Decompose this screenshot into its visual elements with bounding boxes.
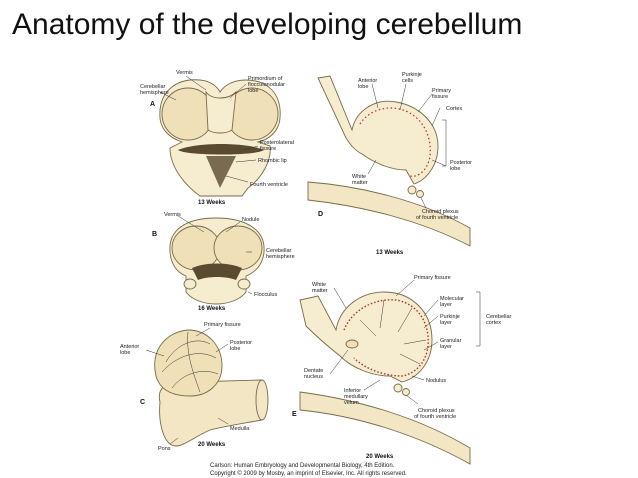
a-label-posterolateral-2: fissure [260, 146, 276, 152]
b-label-hemisphere-1: Cerebellar [266, 248, 292, 254]
e-label-molecular-1: Molecular [440, 296, 464, 302]
a-label-hemisphere-1: Cerebellar [140, 84, 166, 90]
e-label-velum-1: Inferior [344, 388, 361, 394]
e-label-velum-2: medullary [344, 394, 368, 400]
panel-d-weeks: 13 Weeks [376, 250, 404, 256]
panel-c-letter: C [140, 399, 145, 406]
d-label-purkinje-2: cells [402, 78, 413, 84]
panel-e-letter: E [292, 411, 297, 418]
d-label-primary-fissure-1: Primary [432, 88, 451, 94]
page-title: Anatomy of the developing cerebellum [12, 8, 523, 41]
d-label-purkinje-1: Purkinje [402, 72, 422, 78]
e-label-purkinje-2: layer [440, 320, 452, 326]
e-label-dentate-1: Dentate [304, 368, 323, 374]
panel-e-weeks: 20 Weeks [366, 454, 394, 460]
e-label-white-matter-1: White [312, 282, 326, 288]
b-label-vermis: Vermis [164, 212, 181, 218]
c-label-posterior-lobe-1: Posterior [230, 340, 252, 346]
d-label-choroid-1: Choroid plexus [422, 209, 459, 215]
panel-c-weeks: 20 Weeks [198, 442, 226, 448]
d-choroid-plexus [407, 185, 417, 195]
e-label-molecular-2: layer [440, 302, 452, 308]
d-label-choroid-2: of fourth ventricle [416, 215, 458, 221]
c-label-posterior-lobe-2: lobe [230, 346, 240, 352]
a-label-posterolateral-1: Posterolateral [260, 140, 294, 146]
d-cerebellum [317, 75, 439, 185]
e-choroid-plexus [393, 383, 403, 393]
d-label-anterior-lobe-1: Anterior [358, 78, 377, 84]
d-label-primary-fissure-2: fissure [432, 94, 448, 100]
d-label-cortex: Cortex [446, 106, 462, 112]
a-label-primordium-3: lobe [248, 88, 258, 94]
c-label-primary-fissure: Primary fissure [204, 322, 241, 328]
d-label-anterior-lobe-2: lobe [358, 84, 368, 90]
a-label-primordium-1: Primordium of [248, 76, 283, 82]
panel-b [169, 215, 265, 305]
d-label-white-matter-1: White [352, 174, 366, 180]
d-label-posterior-lobe-1: Posterior [450, 160, 472, 166]
a-label-hemisphere-2: hemisphere [140, 90, 169, 96]
e-label-nodulus: Nodulus [426, 378, 446, 384]
b-left-flocculus [183, 278, 197, 290]
cerebellum-20wk [154, 329, 223, 397]
b-right-flocculus [237, 278, 251, 290]
caption-line-2: Copyright © 2009 by Mosby, an imprint of… [210, 470, 407, 477]
panel-b-weeks: 16 Weeks [198, 306, 226, 312]
b-label-hemisphere-2: hemisphere [266, 254, 295, 260]
e-purkinje-layer [343, 299, 429, 377]
e-dentate-nucleus [345, 339, 359, 349]
e-label-cerebellar-cortex-1: Cerebellar [486, 314, 512, 320]
c-label-anterior-lobe-2: lobe [120, 350, 130, 356]
e-label-white-matter-2: matter [312, 288, 328, 294]
panel-a-weeks: 13 Weeks [198, 200, 226, 206]
b-left-hemisphere [171, 225, 221, 271]
posterolateral-fissure-shape [178, 144, 264, 155]
e-label-cerebellar-cortex-2: cortex [486, 320, 501, 326]
b-label-flocculus: Flocculus [254, 292, 277, 298]
medulla-cut-end [255, 379, 269, 421]
e-cerebellum [299, 291, 433, 383]
b-label-nodule: Nodule [242, 217, 259, 223]
panel-c [145, 327, 269, 447]
c-label-pons: Pons [158, 446, 171, 452]
a-label-vermis: Vermis [176, 70, 193, 76]
b-right-hemisphere [213, 225, 263, 271]
panel-a [159, 75, 281, 197]
a-label-fourth-ventricle: Fourth ventricle [250, 182, 288, 188]
e-label-choroid-2: of fourth ventricle [414, 414, 456, 420]
b-nodule-shape [192, 263, 242, 280]
e-label-dentate-2: nucleus [304, 374, 323, 380]
c-label-anterior-lobe-1: Anterior [120, 344, 139, 350]
e-brainstem-band [299, 391, 471, 465]
panel-a-letter: A [150, 101, 155, 108]
fourth-ventricle-shape [206, 156, 236, 188]
e-label-granular-2: layer [440, 344, 452, 350]
panel-e [299, 279, 481, 465]
e-label-velum-3: velum [344, 400, 359, 406]
d-label-posterior-lobe-2: lobe [450, 166, 460, 172]
panel-d [307, 75, 471, 247]
e-label-purkinje-1: Purkinje [440, 314, 460, 320]
e-label-choroid-1: Choroid plexus [418, 408, 455, 414]
d-purkinje-layer [359, 107, 431, 177]
c-label-medulla: Medulla [230, 426, 250, 432]
e-label-granular-1: Granular [440, 338, 462, 344]
panel-b-letter: B [152, 231, 157, 238]
a-label-rhombic-lip: Rhombic lip [258, 158, 287, 164]
caption-line-1: Carlson: Human Embryology and Developmen… [210, 463, 395, 469]
e-label-primary-fissure: Primary fissure [414, 275, 451, 281]
vermis-a [205, 90, 237, 134]
d-label-white-matter-2: matter [352, 180, 368, 186]
panel-d-letter: D [318, 211, 323, 218]
d-brainstem-band [307, 181, 471, 247]
a-label-primordium-2: flocculonodular [248, 82, 285, 88]
